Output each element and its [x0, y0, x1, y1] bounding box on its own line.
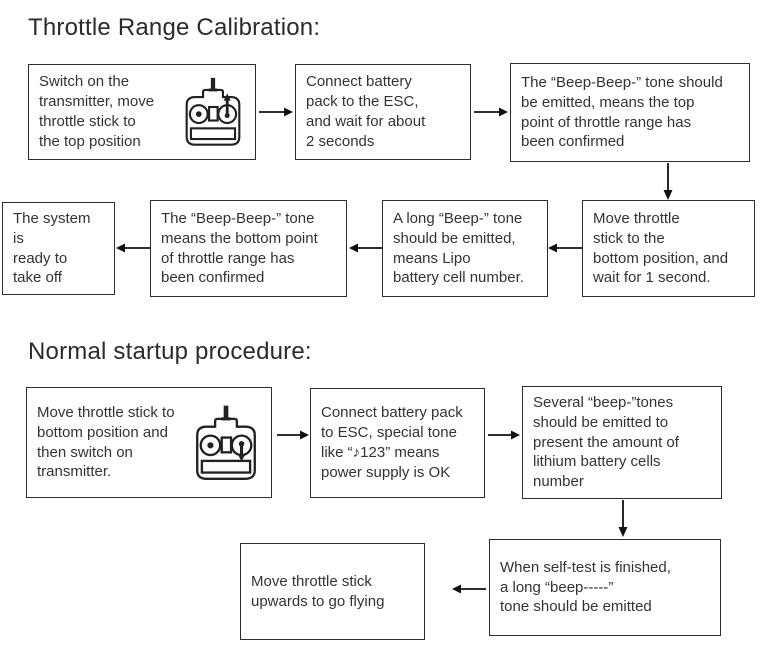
- step-box-move-stick-bottom: Move throttle stick to the bottom positi…: [582, 200, 755, 297]
- arrow-right-icon: [488, 430, 520, 440]
- step-box-connect-battery-tone: Connect battery pack to ESC, special ton…: [310, 388, 485, 498]
- arrow-down-icon: [618, 500, 628, 537]
- step-text: Several “beep-”tones should be emitted t…: [533, 393, 679, 491]
- step-box-self-test-done: When self-test is finished, a long “beep…: [489, 539, 721, 636]
- step-box-move-stick-switch-on: Move throttle stick to bottom position a…: [26, 387, 272, 498]
- arrow-left-icon: [548, 243, 582, 253]
- step-text: Move throttle stick upwards to go flying: [251, 572, 385, 610]
- step-box-go-flying: Move throttle stick upwards to go flying: [240, 543, 425, 640]
- step-text: The system is ready to take off: [13, 209, 91, 287]
- arrow-right-icon: [259, 107, 293, 117]
- step-box-connect-battery-esc: Connect battery pack to the ESC, and wai…: [295, 64, 471, 160]
- step-text: Connect battery pack to ESC, special ton…: [321, 404, 463, 481]
- step-box-lipo-cell-number: A long “Beep-” tone should be emitted, m…: [382, 200, 548, 297]
- step-text: Switch on the transmitter, move throttle…: [39, 73, 155, 150]
- arrow-left-icon: [349, 243, 383, 253]
- step-box-cell-count-beeps: Several “beep-”tones should be emitted t…: [522, 386, 722, 499]
- step-text: Connect battery pack to the ESC, and wai…: [306, 73, 426, 150]
- step-box-system-ready: The system is ready to take off: [2, 202, 115, 295]
- step-box-top-point-confirmed: The “Beep-Beep-” tone should be emitted,…: [510, 63, 750, 162]
- step-text: The “Beep-Beep-” tone means the bottom p…: [161, 209, 318, 287]
- arrow-down-icon: [663, 163, 673, 200]
- transmitter-throttle-down-icon: [196, 405, 256, 480]
- step-box-bottom-point-confirmed: The “Beep-Beep-” tone means the bottom p…: [150, 200, 347, 297]
- arrow-left-icon: [452, 584, 486, 594]
- step-text: The “Beep-Beep-” tone should be emitted,…: [521, 73, 723, 151]
- section-title-calibration: Throttle Range Calibration:: [28, 14, 321, 41]
- arrow-right-icon: [474, 107, 508, 117]
- step-text: Move throttle stick to bottom position a…: [37, 403, 175, 481]
- section-title-startup: Normal startup procedure:: [28, 338, 312, 365]
- step-text: A long “Beep-” tone should be emitted, m…: [393, 209, 524, 287]
- transmitter-throttle-up-icon: [185, 77, 241, 146]
- arrow-right-icon: [277, 430, 309, 440]
- step-box-switch-on-transmitter: Switch on the transmitter, move throttle…: [28, 64, 256, 160]
- step-text: When self-test is finished, a long “beep…: [500, 558, 671, 616]
- arrow-left-icon: [116, 243, 150, 253]
- step-text: Move throttle stick to the bottom positi…: [593, 209, 729, 287]
